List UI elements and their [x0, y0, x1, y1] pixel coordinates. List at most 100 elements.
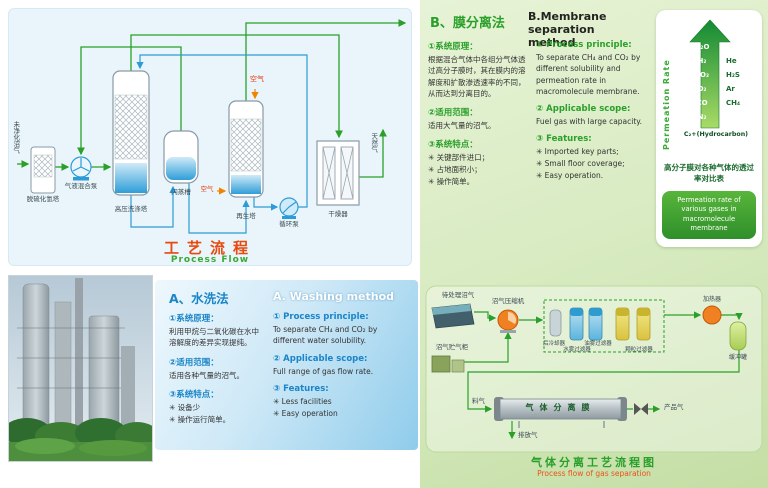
gas-label: O₂ — [697, 85, 707, 93]
process-flow-title-cn: 工艺流程 — [163, 239, 256, 257]
regen-tower-label: 再生塔 — [236, 212, 256, 220]
separation-flow-caption-cn: 气体分离工艺流程图 — [531, 456, 657, 469]
gas-label: C₂+(Hydrocarbon) — [683, 131, 749, 138]
wash-tower-shape — [112, 70, 150, 196]
gas-label: CH₄ — [726, 99, 741, 107]
flow-lines — [464, 311, 743, 440]
washing-heading-en: A. Washing method — [273, 290, 395, 303]
gas-label: CO₂ — [694, 71, 710, 79]
washing-en-principle-title: ① Process principle: — [273, 312, 369, 322]
membrane-cn-scope-body: 适用大气量的沼气。 — [428, 121, 496, 130]
membrane-en-feature: ✳ Imported key parts; — [536, 147, 619, 157]
circ-pump-label: 循环泵 — [279, 220, 299, 228]
dryer-label: 干燥器 — [328, 210, 348, 218]
membrane-heading-cn: B、膜分离法 — [430, 16, 505, 31]
gas-label: H₂ — [697, 57, 707, 65]
water-pipes — [130, 54, 308, 234]
water-filter-label: 水雾过滤器 — [563, 347, 591, 353]
plant-photo — [8, 275, 153, 462]
membrane-en-feature: ✳ Easy operation. — [536, 171, 604, 181]
up-arrow-icon — [689, 19, 731, 129]
oil-filter-shape — [588, 307, 603, 341]
buffer-shape — [729, 321, 747, 351]
compressor-shape — [497, 309, 519, 333]
desulf-tower-shape — [30, 146, 56, 194]
membrane-en-scope-title: ② Applicable scope: — [536, 104, 631, 114]
gas-label: N₂ — [697, 113, 707, 121]
permeation-arrow: H₂O H₂ He CO₂ H₂S O₂ Ar CO CH₄ N₂ C₂+(Hy… — [674, 18, 758, 156]
membrane-en-features-title: ③ Features: — [536, 134, 592, 145]
gas-label: He — [726, 57, 737, 65]
washing-cn-column: ①系统原理： 利用甲烷与二氧化碳在水中溶解度的差异实现提纯。 ②适用范围： 适用… — [169, 312, 265, 426]
washing-en-scope-body: Full range of gas flow rate. — [273, 366, 374, 376]
feed-bottom-label: 沼气贮气柜 — [435, 343, 469, 351]
gas-label: Ar — [726, 85, 735, 93]
dryer-shape — [316, 140, 360, 206]
valve-shape — [634, 403, 648, 415]
membrane-cn-feature: ✳ 关键部件进口； — [428, 153, 490, 163]
membrane-method-panel: B、膜分离法 B.Membrane separation method ①系统原… — [420, 0, 768, 488]
washing-en-principle-body: To separate CH₄ and CO₂ by different wat… — [273, 325, 378, 346]
permeation-caption-en: Permeation rate of various gases in macr… — [662, 190, 756, 239]
membrane-cn-column: ①系统原理： 根据混合气体中各组分气体透过高分子膜时，其在膜内的溶解度和扩散渗透… — [428, 40, 530, 188]
washing-cn-feature: ✳ 设备少 — [169, 402, 201, 412]
gas-label: H₂S — [726, 71, 740, 79]
gas-separation-diagram — [425, 285, 763, 453]
washing-heading-cn: A、水洗法 — [169, 291, 229, 306]
washing-en-scope-title: ② Applicable scope: — [273, 353, 368, 364]
mix-pump-label: 气液混合泵 — [64, 182, 98, 190]
washing-cn-scope-title: ②适用范围： — [169, 357, 219, 368]
gas-holder-shape — [431, 355, 465, 373]
washing-cn-feature: ✳ 操作运行简单。 — [169, 414, 231, 424]
membrane-cn-features-title: ③系统特点： — [428, 140, 478, 151]
membrane-unit-label: 气体分离膜 — [525, 403, 596, 412]
washing-cn-features-title: ③系统特点： — [169, 389, 219, 400]
washing-cn-principle-title: ①系统原理： — [169, 314, 219, 324]
washing-en-feature: ✳ Less facilities — [273, 396, 332, 406]
membrane-en-principle-body: To separate CH₄ and CO₂ by different sol… — [536, 53, 641, 96]
membrane-cn-scope-title: ②适用范围： — [428, 108, 478, 118]
buffer-label: 缓冲罐 — [728, 354, 747, 361]
flash-tank-label: 闪蒸槽 — [171, 188, 191, 196]
air-pipes — [217, 89, 259, 195]
pretreatment-box — [543, 299, 665, 353]
particle-filter-label: 颗粒过滤器 — [625, 347, 653, 353]
membrane-en-feature: ✳ Small floor coverage; — [536, 159, 625, 169]
gas-label: CO — [696, 99, 708, 107]
washing-cn-principle-body: 利用甲烷与二氧化碳在水中溶解度的差异实现提纯。 — [169, 327, 259, 348]
membrane-cn-principle-body: 根据混合气体中各组分气体透过高分子膜时，其在膜内的溶解度和扩散渗透速率的不同，从… — [428, 55, 526, 98]
membrane-en-principle-title: ① Process principle: — [536, 40, 632, 50]
plant-photo-graphic — [9, 276, 152, 461]
washing-en-feature: ✳ Easy operation — [273, 408, 338, 418]
natural-gas-label: 天然气 — [369, 133, 378, 153]
oil-filter-label: 油雾过滤器 — [584, 341, 612, 347]
raw-biogas-label: 未净化沼气 — [11, 121, 20, 154]
permeation-caption-cn: 高分子膜对各种气体的透过率对比表 — [664, 163, 754, 183]
membrane-en-column: ① Process principle: To separate CH₄ and… — [536, 40, 648, 182]
biogas-pond-shape — [431, 303, 475, 329]
heater-label: 加热器 — [702, 296, 721, 303]
circ-pump-shape — [279, 197, 299, 219]
separation-flow-caption-en: Process flow of gas separation — [537, 469, 651, 478]
gas-label: H₂O — [694, 43, 710, 51]
process-flow-panel: 未净化沼气 脱硫化氢塔 气液混合泵 高压洗涤塔 闪蒸槽 空气 空气 再生塔 循环… — [8, 8, 412, 266]
permeation-chart: Permeation Rate H₂O H₂ He CO₂ H₂S — [656, 10, 762, 247]
particle-filter-shape — [615, 307, 651, 341]
wash-tower-label: 高压洗涤塔 — [114, 205, 148, 213]
membrane-cn-principle-title: ①系统原理： — [428, 42, 478, 52]
air-side-label: 空气 — [200, 185, 214, 193]
aftercooler-label: 后冷却器 — [542, 341, 565, 347]
gas-pipes — [17, 19, 407, 178]
membrane-cn-feature: ✳ 操作简单。 — [428, 177, 475, 187]
compressor-label: 沼气压缩机 — [491, 297, 525, 305]
feed-gas-label: 料气 — [472, 397, 485, 405]
permeation-axis-label: Permeation Rate — [662, 59, 671, 150]
water-filter-shape — [569, 307, 584, 341]
washing-method-panel: A、水洗法 A. Washing method ①系统原理： 利用甲烷与二氧化碳… — [155, 280, 418, 450]
heater-shape — [702, 305, 722, 325]
membrane-heading-en: B.Membrane separation method — [528, 10, 607, 50]
washing-en-column: ① Process principle: To separate CH₄ and… — [273, 312, 405, 420]
feed-top-label: 待处理沼气 — [441, 291, 475, 299]
vent-gas-label: 排放气 — [518, 431, 538, 439]
flash-tank-shape — [163, 130, 199, 184]
